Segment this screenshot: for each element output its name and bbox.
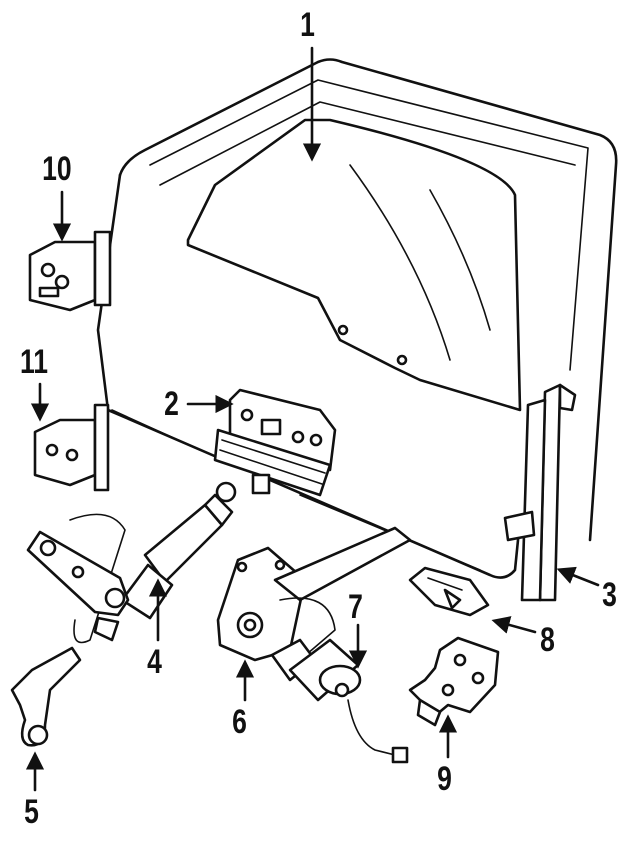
guide-block <box>408 566 490 617</box>
callout-1: 1 <box>300 6 315 44</box>
upper-hinge <box>28 230 112 312</box>
callout-2: 2 <box>164 385 179 423</box>
window-crank-handle <box>10 646 82 747</box>
door-latch <box>408 636 500 727</box>
door-glass <box>186 118 522 412</box>
lift-strut <box>120 481 237 620</box>
manual-regulator <box>26 513 130 644</box>
callout-8: 8 <box>540 621 555 659</box>
rear-run-channel <box>503 383 577 602</box>
callout-7: 7 <box>348 588 363 626</box>
callout-11: 11 <box>19 343 48 381</box>
regulator-motor <box>270 638 409 764</box>
callout-5: 5 <box>24 793 39 831</box>
callout-arrows <box>25 46 600 792</box>
callout-9: 9 <box>437 760 452 798</box>
lower-hinge <box>33 403 110 492</box>
power-regulator <box>216 526 412 662</box>
callout-6: 6 <box>232 703 247 741</box>
glass-channel-bracket <box>213 388 337 497</box>
callout-3: 3 <box>602 576 617 614</box>
callout-4: 4 <box>147 643 162 681</box>
callout-10: 10 <box>42 150 72 188</box>
